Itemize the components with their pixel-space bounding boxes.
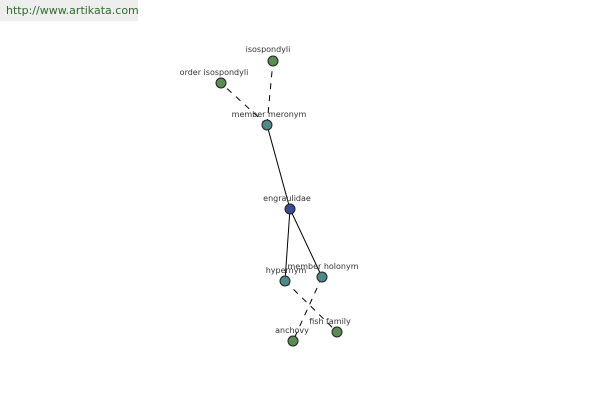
- labels-layer: isospondyli order isospondyli member meron…: [180, 45, 359, 335]
- node-label-isospondyli[interactable]: isospondyli: [246, 45, 291, 54]
- node-order-isospondyli[interactable]: [215, 77, 227, 89]
- node-label-hypernym[interactable]: hypernym: [266, 266, 307, 275]
- node-label-engraulidae[interactable]: engraulidae: [263, 194, 311, 203]
- edge-engraulidae-member-holonym: [289, 208, 323, 278]
- edge-engraulidae-member-meronym: [266, 124, 291, 210]
- node-label-order-isospondyli[interactable]: order isospondyli: [180, 68, 249, 77]
- edge-engraulidae-hypernym: [284, 208, 291, 282]
- node-fish-family[interactable]: [331, 326, 343, 338]
- node-member-holonym[interactable]: [316, 271, 328, 283]
- node-hypernym[interactable]: [279, 275, 291, 287]
- node-engraulidae[interactable]: [284, 203, 296, 215]
- edge-hypernym-fish-family: [284, 280, 338, 333]
- node-label-fish-family[interactable]: fish family: [309, 317, 351, 326]
- node-label-member-holonym[interactable]: member holonym: [287, 262, 358, 271]
- edge-member-meronym-order-isospondyli: [220, 82, 268, 126]
- edge-member-meronym-isospondyli: [266, 60, 274, 126]
- node-member-meronym[interactable]: [261, 119, 273, 131]
- nodes-layer: [215, 55, 343, 347]
- node-isospondyli[interactable]: [267, 55, 279, 67]
- node-anchovy[interactable]: [287, 335, 299, 347]
- edges-layer: [220, 60, 338, 342]
- node-label-member-meronym[interactable]: member meronym: [232, 110, 307, 119]
- node-label-anchovy[interactable]: anchovy: [275, 326, 309, 335]
- site-url[interactable]: http://www.artikata.com: [0, 0, 138, 21]
